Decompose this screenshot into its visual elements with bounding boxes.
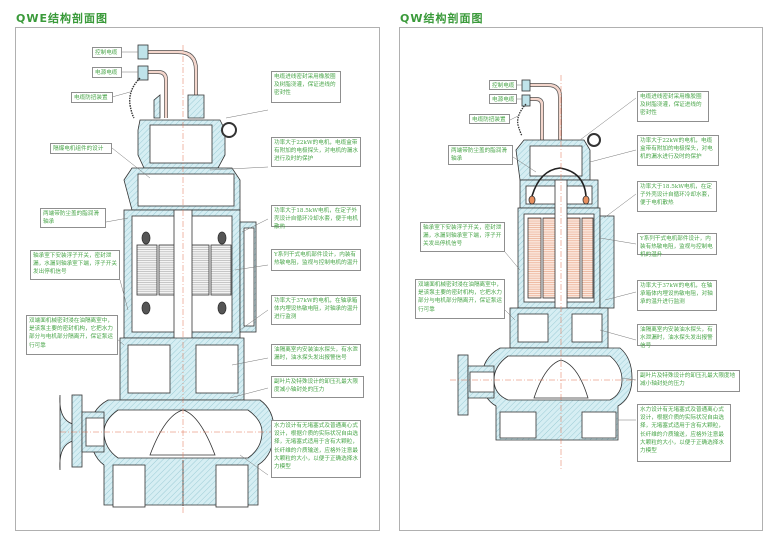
label-bearing-temp-qw: 功率大于37kW的电机，在轴承箱体内埋设热敏电阻，对轴承的温升进行监测 bbox=[637, 280, 717, 311]
right-leader-lines bbox=[504, 84, 637, 421]
label-cooling-jacket: 功率大于18.5kW电机，在定子外壳设计自循环冷却水套，便于电机散热 bbox=[271, 205, 361, 230]
label-bearing-dust-qw: 两端带防尘盖的脂润滑轴承 bbox=[448, 145, 513, 165]
label-float-switch-qw: 轴承室下安装浮子开关，密封泄漏，水漏到轴承室下端，浮子开关发出停机信号 bbox=[420, 222, 505, 252]
label-oil-probe-qw: 油隔离室内安装油水探头，有水泄漏时，油水探头发出报警信号 bbox=[637, 324, 717, 349]
label-power-cable: 电源电缆 bbox=[92, 67, 122, 78]
right-panel-title: QW结构剖面图 bbox=[400, 12, 484, 25]
cable-pipes bbox=[129, 44, 198, 119]
label-power-cable-qw: 电源电缆 bbox=[489, 94, 517, 104]
label-hydraulic: 水力设计有无堵塞式及普通离心式设计，根据介质的实际状况自由选择，无堵塞式适用于含… bbox=[271, 420, 361, 478]
label-cable-seal: 电缆进线密封采用橡胶圈及树脂浇灌，保证进线的密封性 bbox=[271, 71, 341, 103]
label-control-cable: 控制电缆 bbox=[92, 47, 122, 58]
label-cable-anti-twist-qw: 电缆防扭装置 bbox=[469, 114, 510, 124]
label-dry-motor: Y系列干式电机部件设计，内装有热敏电阻，监视与控制电机的温升 bbox=[271, 249, 361, 271]
label-oil-probe: 油隔离室内安装油水探头，有水泄漏时，油水探头发出报警信号 bbox=[271, 344, 361, 366]
label-bearing-temp: 功率大于37kW的电机，在轴承箱体内埋设热敏电阻，对轴承的温升进行监测 bbox=[271, 295, 361, 325]
label-control-cable-qw: 控制电缆 bbox=[489, 80, 517, 90]
label-cable-anti-twist: 电缆防扭装置 bbox=[71, 92, 113, 103]
label-float-switch: 轴承室下安装浮子开关，密封泄漏，水漏到轴承室下端，浮子开关发出停机信号 bbox=[30, 250, 120, 280]
label-mech-seal: 双端面机械密封浸在油隔离室中，是该泵主要的密封机构，它把水力部分与电机部分隔离开… bbox=[26, 315, 118, 355]
label-dry-motor-qw: Y系列干式电机部件设计，内装有热敏电阻，监视与控制电机的温升 bbox=[637, 233, 717, 258]
label-impeller-qw: 副叶片及特殊设计的卸压孔最大限度地减小轴封处的压力 bbox=[637, 370, 740, 392]
label-bearing-dust: 两端带防尘盖的脂润滑轴承 bbox=[40, 208, 106, 228]
label-impeller: 副叶片及特殊设计的卸压孔最大限度减小轴封处的压力 bbox=[271, 376, 364, 398]
label-cable-probe: 功率大于22kW的电机，电缆盒带有附加的电极探头，对电机的漏水进行及时的保护 bbox=[271, 137, 361, 167]
qwe-pump-drawing bbox=[59, 44, 282, 515]
label-hydraulic-qw: 水力设计有无堵塞式及普通离心式设计，根据介质的实际状况自由选择，无堵塞式适用于含… bbox=[637, 404, 731, 462]
label-mech-seal-qw: 双端面机械密封浸在油隔离室中，是该泵主要的密封机构，它把水力部分与电机部分隔离开… bbox=[415, 279, 505, 319]
label-cable-probe-qw: 功率大于22kW的电机，电缆盒带有附加的电极探头，对电机的漏水进行及时的保护 bbox=[637, 135, 719, 166]
label-explosion-proof: 隔爆电机组件的设计 bbox=[50, 143, 112, 154]
left-leader-lines bbox=[105, 51, 269, 476]
label-cable-seal-qw: 电缆进线密封采用橡胶圈及树脂浇灌，保证进线的密封性 bbox=[637, 91, 709, 122]
qw-pump-drawing bbox=[450, 75, 640, 470]
left-panel-title: QWE结构剖面图 bbox=[16, 12, 108, 25]
label-cooling-jacket-qw: 功率大于18.5kW电机，在定子外壳设计自循环冷却水套，便于电机散热 bbox=[637, 181, 717, 212]
